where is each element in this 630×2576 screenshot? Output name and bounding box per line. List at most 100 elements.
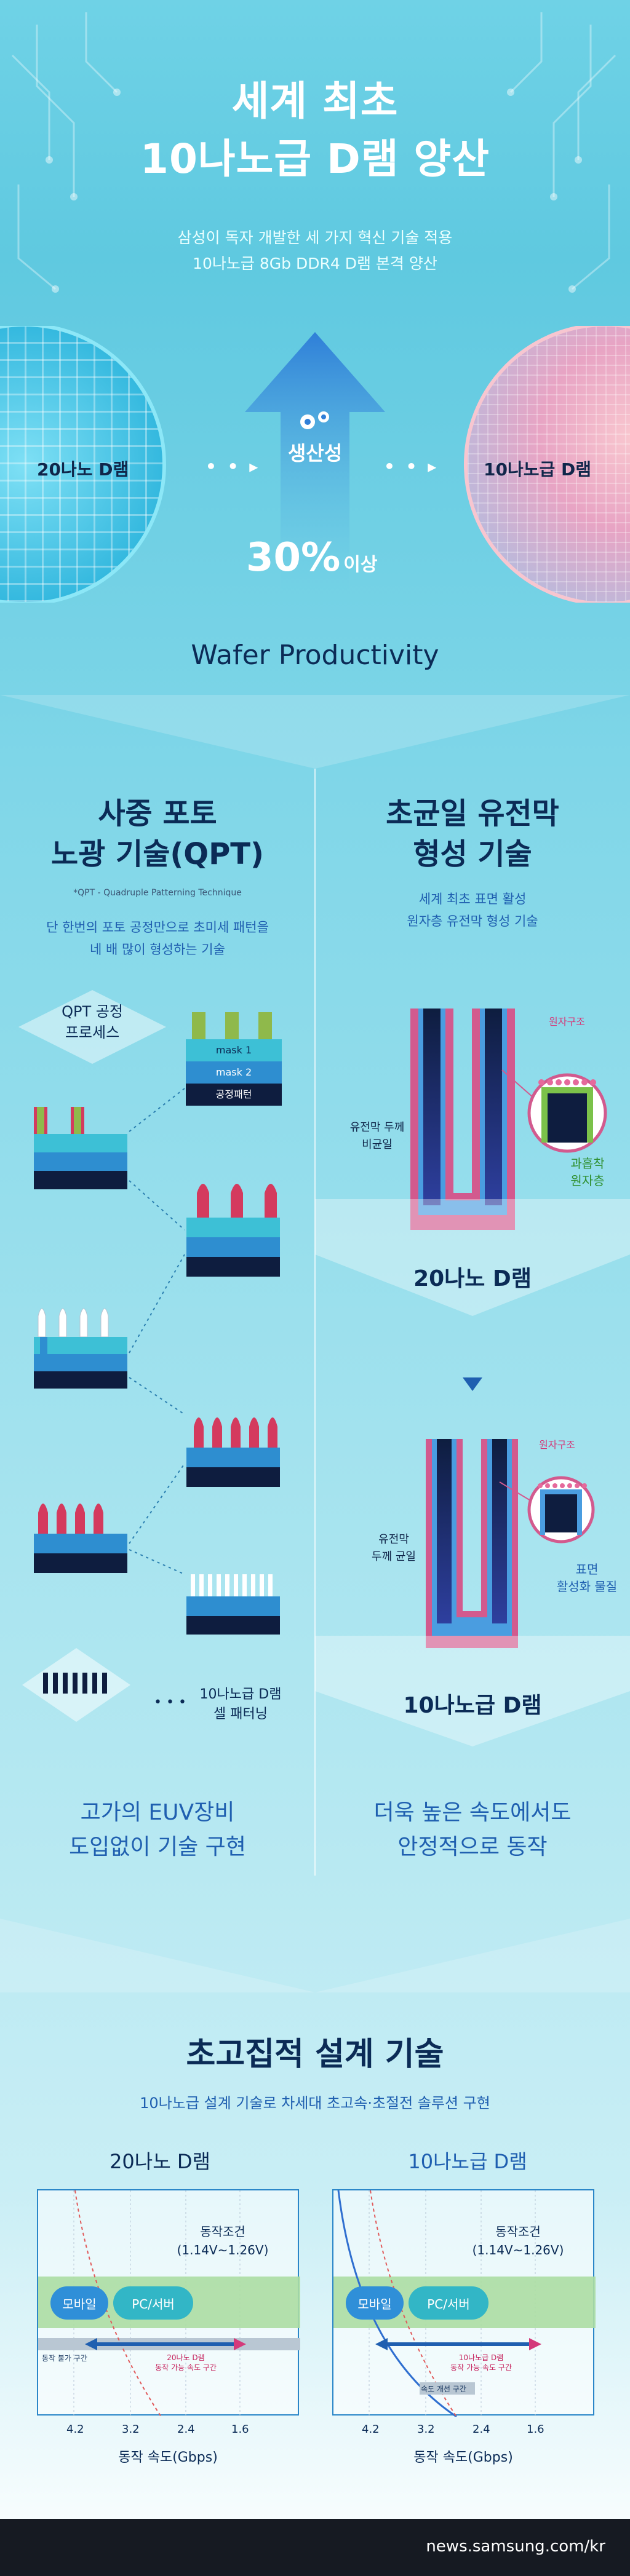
chart-left-cond-line1: 동작조건: [200, 2224, 245, 2239]
circuit-pattern-bg: [0, 0, 630, 320]
chart-right-pill-pc: PC/서버: [409, 2286, 488, 2320]
qpt-title-line2: 노광 기술(QPT): [51, 837, 264, 871]
qpt-process-line1: QPT 공정: [62, 1003, 123, 1020]
chart-right-improve-label: 속도 개선 구간: [421, 2385, 466, 2393]
qpt-process-badge: QPT 공정 프로세스: [18, 990, 166, 1064]
mask-stack: mask 1 mask 2 공정패턴: [186, 1009, 282, 1106]
chart-left-tick-2: 3.2: [122, 2423, 140, 2436]
chart-right-ok-label: 10나노급 D램 동작 가능 속도 구간: [438, 2353, 524, 2372]
capacitor-20nm: [315, 996, 630, 1316]
pattern-layer: 공정패턴: [186, 1084, 282, 1106]
chart-left-ok-label: 20나노 D램 동작 가능 속도 구간: [143, 2353, 229, 2372]
chart-right-cond-line2: (1.14V~1.26V): [472, 2243, 564, 2257]
over-line2: 원자층: [570, 1173, 605, 1188]
uniform-label: 유전막 두께 균일: [357, 1531, 431, 1566]
chart-left-fail-label: 동작 불가 구간: [42, 2354, 87, 2363]
productivity-value: 30%: [246, 535, 341, 581]
chart-left-pill-mobile: 모바일: [50, 2286, 108, 2320]
mask1-layer: mask 1: [186, 1039, 282, 1061]
qpt-bottom-line1: 고가의 EUV장비: [80, 1800, 235, 1825]
qpt-desc-line1: 단 한번의 포토 공정만으로 초미세 패턴을: [46, 920, 269, 935]
qpt-bottom-line2: 도입없이 기술 구현: [69, 1834, 246, 1860]
surface-label: 표면 활성화 물질: [550, 1561, 624, 1595]
productivity-value-row: 30% 이상: [246, 535, 394, 581]
qpt-result-dots: • • •: [154, 1695, 186, 1710]
chart-right-tick-3: 2.4: [472, 2423, 490, 2436]
chart-right-tick-4: 1.6: [527, 2423, 544, 2436]
chart-left-cond-line2: (1.14V~1.26V): [177, 2243, 269, 2257]
gear-icon: [297, 407, 333, 434]
dielectric-title: 초균일 유전막 형성 기술: [315, 793, 630, 874]
chart-right-cond: 동작조건 (1.14V~1.26V): [457, 2222, 580, 2259]
footer-url[interactable]: news.samsung.com/kr: [426, 2537, 605, 2556]
hero-subtitle: 삼성이 독자 개발한 세 가지 혁신 기술 적용 10나노급 8Gb DDR4 …: [0, 225, 630, 277]
footer: news.samsung.com/kr: [0, 2519, 630, 2576]
chart-right-tick-1: 4.2: [362, 2423, 380, 2436]
hero-subtitle-line2: 10나노급 8Gb DDR4 D램 본격 양산: [193, 255, 437, 272]
dielectric-title-line2: 형성 기술: [413, 837, 532, 871]
uniform-line1: 유전막: [378, 1533, 409, 1546]
qpt-title-line1: 사중 포토: [98, 796, 217, 831]
hero-title-line1: 세계 최초: [231, 77, 399, 125]
chart-right-xlabel: 동작 속도(Gbps): [413, 2450, 513, 2465]
chart-left-ok-line2: 동작 가능 속도 구간: [155, 2363, 217, 2372]
column-divider: [314, 769, 316, 1876]
wafer-10nm: [452, 326, 630, 603]
qpt-desc-line2: 네 배 많이 형성하는 기술: [90, 942, 225, 957]
design-subtitle: 10나노급 설계 기술로 차세대 초고속·초절전 솔루션 구현: [140, 2094, 490, 2112]
surface-line1: 표면: [575, 1562, 599, 1577]
qpt-title: 사중 포토 노광 기술(QPT): [0, 793, 315, 874]
chart-left-tick-4: 1.6: [231, 2423, 249, 2436]
qpt-result-line1: 10나노급 D램: [199, 1687, 282, 1702]
hero-title-line2: 10나노급 D램 양산: [140, 135, 490, 183]
mask1-label: mask 1: [215, 1044, 252, 1056]
thickness-label: 유전막 두께 비균일: [337, 1119, 417, 1154]
qpt-desc: 단 한번의 포토 공정만으로 초미세 패턴을 네 배 많이 형성하는 기술: [0, 916, 315, 961]
label-20nm: 20나노 D램: [413, 1266, 532, 1291]
over-adsorption-label: 과흡착 원자층: [551, 1155, 624, 1189]
chart-right-pill-mobile: 모바일: [346, 2286, 404, 2320]
capacitor-10nm: [315, 1427, 630, 1746]
down-triangle-icon: [463, 1377, 482, 1391]
productivity-arrow: [245, 332, 385, 590]
qpt-result-line2: 셀 패터닝: [213, 1706, 268, 1722]
dielectric-desc-line2: 원자층 유전막 형성 기술: [407, 914, 538, 929]
over-line1: 과흡착: [570, 1156, 605, 1171]
chart-left-tick-3: 2.4: [177, 2423, 195, 2436]
atom-label-10nm: 원자구조: [539, 1439, 575, 1451]
qpt-steps: [0, 1082, 315, 1759]
dielectric-desc: 세계 최초 표면 활성 원자층 유전막 형성 기술: [315, 888, 630, 932]
chart-right-ok-line2: 동작 가능 속도 구간: [450, 2363, 512, 2372]
dielectric-bottom-line2: 안정적으로 동작: [397, 1834, 548, 1860]
chart-left-ok-line1: 20나노 D램: [167, 2353, 205, 2362]
label-10nm: 10나노급 D램: [403, 1693, 542, 1718]
productivity-label: 생산성: [287, 442, 343, 465]
design-title: 초고집적 설계 기술: [186, 2036, 444, 2073]
surface-line2: 활성화 물질: [556, 1579, 618, 1594]
mask2-layer: mask 2: [186, 1061, 282, 1084]
wafer-20nm: [0, 326, 178, 603]
chart-left-pill-pc: PC/서버: [113, 2286, 193, 2320]
chart-right-cond-line1: 동작조건: [495, 2224, 541, 2239]
dielectric-bottom-line1: 더욱 높은 속도에서도: [373, 1800, 572, 1825]
chart-right-title: 10나노급 D램: [408, 2150, 527, 2173]
hero-subtitle-line1: 삼성이 독자 개발한 세 가지 혁신 기술 적용: [177, 229, 453, 247]
design-band: [0, 1919, 630, 1992]
chart-right: 동작조건 (1.14V~1.26V) 모바일 PC/서버 10나노급 D램 동작…: [332, 2189, 596, 2417]
chart-right-ok-line1: 10나노급 D램: [458, 2353, 504, 2362]
mask2-label: mask 2: [215, 1066, 252, 1078]
dielectric-bottom: 더욱 높은 속도에서도 안정적으로 동작: [315, 1796, 630, 1865]
pattern-label: 공정패턴: [215, 1088, 252, 1100]
qpt-note: *QPT - Quadruple Patterning Technique: [73, 888, 242, 898]
thickness-line1: 유전막 두께: [349, 1121, 405, 1134]
qpt-bottom: 고가의 EUV장비 도입없이 기술 구현: [0, 1796, 315, 1865]
chart-left-title: 20나노 D램: [110, 2150, 210, 2173]
dots-left: • • ▸: [205, 456, 261, 477]
dots-right: • • ▸: [384, 456, 439, 477]
wafer-20nm-label: 20나노 D램: [37, 459, 129, 480]
chart-left: 동작조건 (1.14V~1.26V) 모바일 PC/서버 동작 불가 구간 20…: [37, 2189, 300, 2417]
chart-left-cond: 동작조건 (1.14V~1.26V): [161, 2222, 284, 2259]
chart-right-tick-2: 3.2: [417, 2423, 435, 2436]
section-band: [0, 695, 630, 769]
dielectric-title-line1: 초균일 유전막: [386, 796, 559, 831]
